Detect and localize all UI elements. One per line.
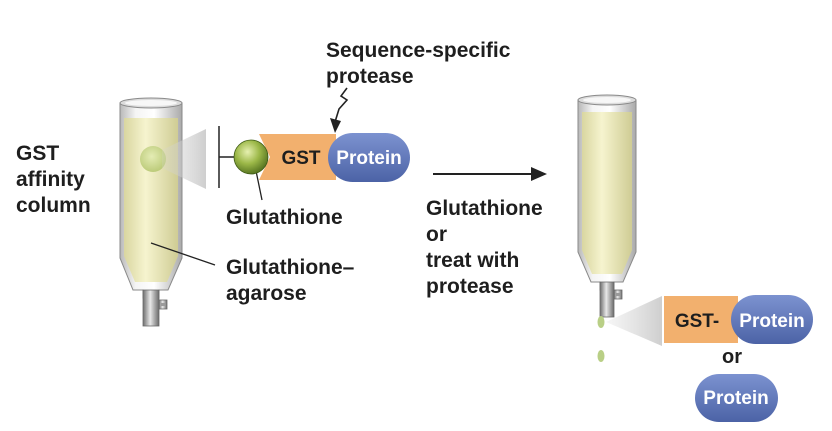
protein-fused-shape: [731, 295, 813, 344]
elution-line-2: or: [426, 223, 447, 246]
glutathione-bead: [233, 139, 269, 175]
gst-fused-shape: [664, 296, 738, 343]
protein-product: Protein: [695, 374, 778, 422]
gst-column-line-2: affinity: [16, 168, 85, 191]
gst-column-line-1: GST: [16, 142, 60, 165]
protein-shape: [328, 133, 410, 182]
protein-label: Protein: [336, 148, 401, 169]
glutathione-label: Glutathione: [226, 206, 343, 229]
protease-line-1: Sequence-specific: [326, 39, 511, 62]
gst-tag-shape: [259, 134, 336, 180]
agarose-label: Glutathione– agarose: [226, 255, 354, 307]
elution-line-3: treat with: [426, 249, 520, 272]
protease-cleavage-arrow: [330, 87, 349, 133]
agarose-line-1: Glutathione–: [226, 256, 355, 279]
protein-alone-shape: [695, 374, 778, 422]
agarose-pointer: [150, 242, 216, 266]
protein-fused-label: Protein: [739, 311, 804, 332]
magnification-cone-right: [606, 296, 662, 346]
gst-column-line-3: column: [16, 194, 91, 217]
elution-arrow: [433, 167, 547, 181]
or-label: or: [722, 346, 742, 368]
gst-column-label: GST affinity column: [16, 141, 91, 219]
left-affinity-column: [119, 97, 183, 327]
elution-line-1: Glutathione: [426, 197, 543, 220]
gst-tag-label: GST: [281, 148, 320, 169]
elution-label: Glutathione or treat with protease: [426, 196, 543, 300]
elution-line-4: protease: [426, 275, 514, 298]
protease-line-2: protease: [326, 65, 414, 88]
agarose-line-2: agarose: [226, 282, 307, 305]
magnification-cone: [162, 129, 206, 189]
gst-protein-product: GST- Protein: [664, 295, 813, 344]
protein-alone-label: Protein: [703, 388, 768, 409]
right-affinity-column: [577, 94, 637, 318]
gst-fused-label: GST-: [675, 311, 719, 332]
protease-label: Sequence-specific protease: [326, 38, 510, 90]
eluate-drops: [597, 316, 605, 362]
gst-protein-fusion: GST Protein: [233, 133, 410, 182]
